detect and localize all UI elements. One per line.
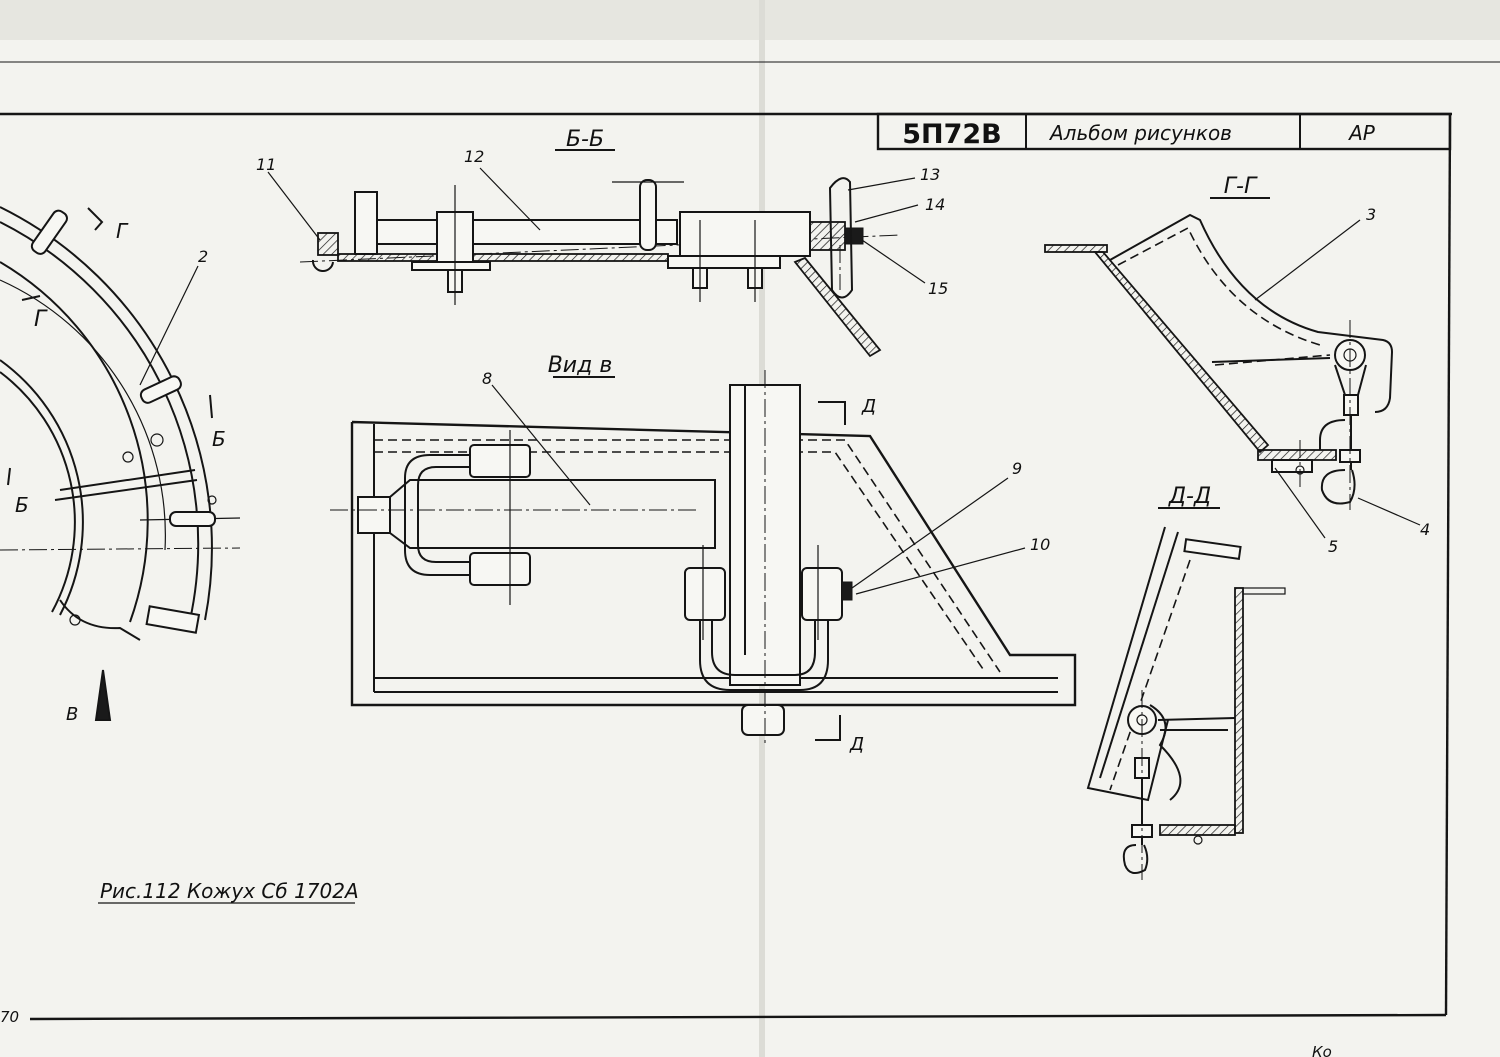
- margin-bottom-right-text: Ко: [1312, 1043, 1332, 1057]
- title-sheet: АР: [1347, 121, 1376, 145]
- section-bb-title: Б-Б: [566, 127, 604, 152]
- cut-mark-d-top: Д: [861, 396, 876, 417]
- section-bb-drawing: [299, 177, 901, 358]
- margin-left-number: 70: [0, 1008, 19, 1026]
- callout-10: 10: [1030, 535, 1050, 554]
- callout-8: 8: [482, 369, 492, 388]
- callout-12: 12: [464, 147, 484, 166]
- section-gg-title: Г-Г: [1224, 174, 1258, 199]
- title-code: 5П72В: [902, 119, 1002, 150]
- view-v-title: Вид в: [548, 353, 613, 378]
- section-dd-drawing: [1086, 526, 1286, 880]
- scan-shading: [0, 0, 1500, 40]
- arrow-v-label: В: [66, 704, 78, 725]
- figure-caption: Рис.112 Кожух Сб 1702А: [100, 879, 359, 903]
- title-album: Альбом рисунков: [1048, 121, 1232, 145]
- cut-mark-b-left: Б: [15, 493, 29, 517]
- cut-mark-g-top: Г: [116, 219, 129, 243]
- section-gg-drawing: [1044, 213, 1394, 510]
- callout-15: 15: [928, 279, 948, 298]
- circular-housing-view: [0, 206, 241, 721]
- section-dd-title: Д-Д: [1168, 484, 1211, 509]
- callout-4: 4: [1420, 520, 1430, 539]
- callout-9: 9: [1012, 459, 1022, 478]
- callout-5: 5: [1328, 537, 1338, 556]
- callout-13: 13: [920, 165, 940, 184]
- cut-mark-d-bottom: Д: [849, 734, 864, 755]
- callout-14: 14: [925, 195, 945, 214]
- callout-11: 11: [256, 155, 276, 174]
- callout-3: 3: [1366, 205, 1376, 224]
- title-block: 5П72В Альбом рисунков АР: [876, 112, 1452, 151]
- cut-mark-g-left: Г: [34, 307, 48, 332]
- view-v-drawing: [330, 370, 1077, 745]
- cut-mark-b-right: Б: [212, 427, 226, 451]
- callout-2: 2: [198, 247, 208, 266]
